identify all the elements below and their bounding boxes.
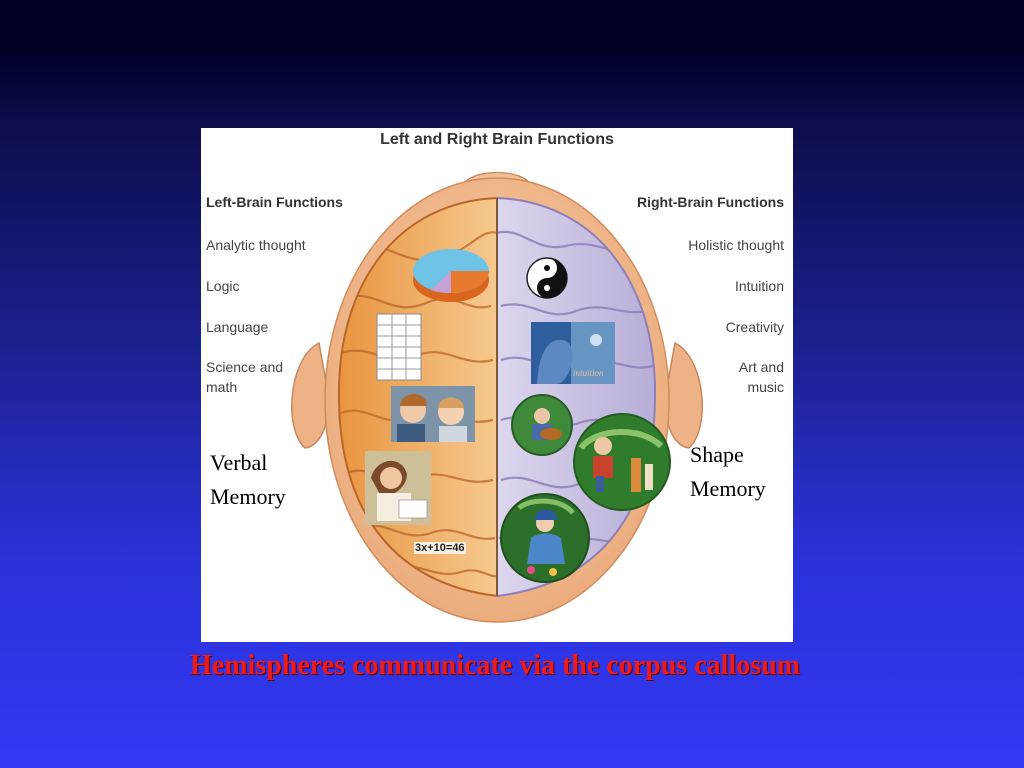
left-ear <box>291 341 330 449</box>
pie-chart-icon <box>413 249 489 302</box>
right-function-creativity: Creativity <box>725 319 784 335</box>
brain-illustration <box>291 171 703 623</box>
right-function-art-music: Art and music <box>738 359 784 395</box>
figure-title: Left and Right Brain Functions <box>380 131 614 148</box>
reading-girl-image <box>365 451 431 525</box>
equation-label: 3x+10=46 <box>414 542 466 554</box>
right-brain-heading: Right-Brain Functions <box>637 194 784 210</box>
woman-in-nature-medallion <box>500 493 590 583</box>
guitar-player-medallion <box>511 394 573 456</box>
left-function-language: Language <box>206 319 269 335</box>
right-function-holistic: Holistic thought <box>688 237 784 253</box>
intuition-image <box>531 322 615 384</box>
shape-memory-label: Shape Memory <box>690 442 766 501</box>
right-ear <box>664 341 703 449</box>
right-function-intuition: Intuition <box>734 278 784 294</box>
yin-yang-icon <box>526 257 568 299</box>
grid-chart-icon <box>376 313 422 381</box>
left-function-logic: Logic <box>206 278 240 294</box>
thinking-people-image <box>391 386 475 442</box>
musician-medallion <box>573 413 671 511</box>
brain-functions-figure: Left and Right Brain Functions Left-Brai… <box>201 128 793 642</box>
verbal-memory-label: Verbal Memory <box>210 450 286 509</box>
left-function-science-math: Science and math <box>206 359 284 395</box>
slide-caption: Hemispheres communicate via the corpus c… <box>190 650 800 681</box>
left-brain-heading: Left-Brain Functions <box>206 194 343 210</box>
intuition-image-label: intuition <box>573 368 604 378</box>
slide-top-band <box>0 0 1024 52</box>
left-function-analytic: Analytic thought <box>206 237 306 253</box>
